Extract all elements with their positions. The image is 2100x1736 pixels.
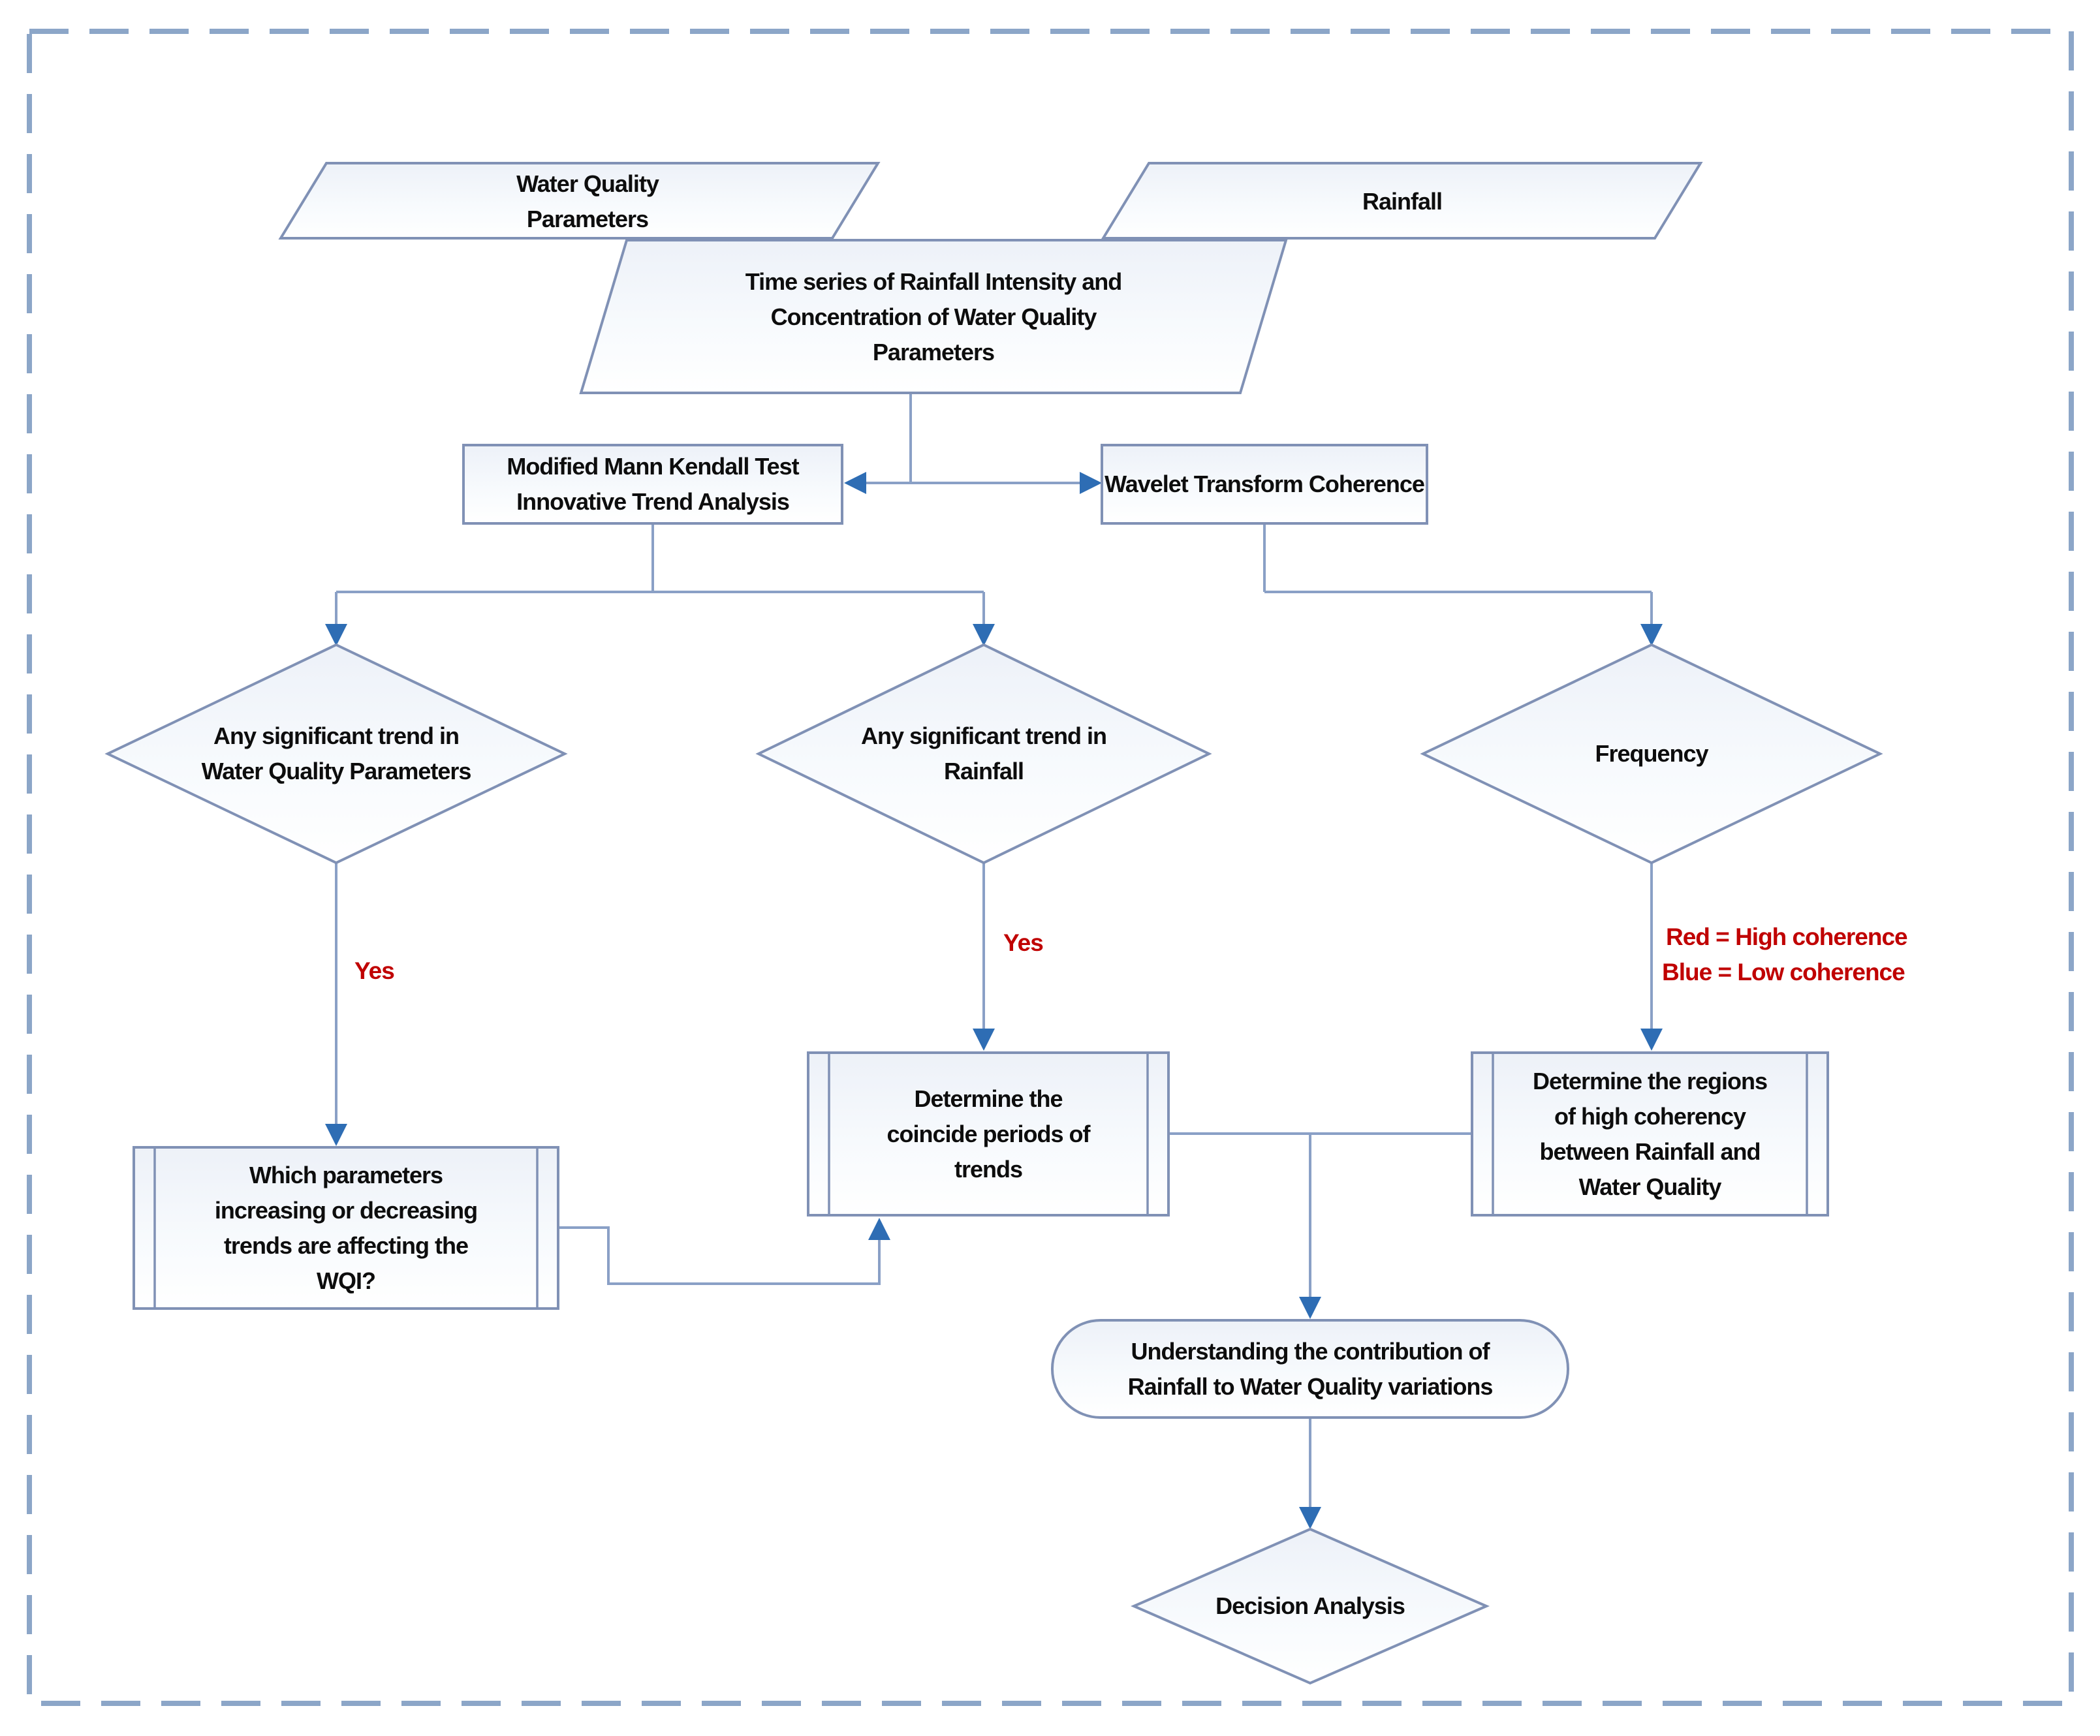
arrow-into-wavelet-icon (1080, 472, 1102, 494)
node-understanding-contribution (1051, 1319, 1569, 1419)
node-coincide-periods (807, 1051, 1170, 1217)
arrow-into-diamond2-icon (973, 624, 995, 646)
arrow-into-coincide-icon (973, 1029, 995, 1051)
arrow-into-mannkendall-icon (844, 472, 866, 494)
node-time-series (579, 239, 1288, 394)
node-wavelet-transform-coherence (1101, 444, 1428, 525)
node-water-quality-parameters (278, 162, 881, 240)
arrow-up-into-coincide-icon (868, 1218, 890, 1240)
arrow-into-coherency-icon (1640, 1029, 1663, 1051)
node-coherency-regions (1471, 1051, 1829, 1217)
node-trend-rainfall-diamond (755, 643, 1212, 865)
node-trend-water-quality-diamond (104, 643, 568, 865)
arrow-into-whichparams-icon (325, 1124, 347, 1146)
arrow-into-understanding-icon (1299, 1297, 1321, 1319)
arrow-into-decision-icon (1299, 1507, 1321, 1529)
node-frequency-diamond (1420, 643, 1883, 865)
node-which-parameters (133, 1146, 559, 1310)
arrow-into-diamond1-icon (325, 624, 347, 646)
predefined-inner-lines (153, 1053, 1808, 1309)
connector-lines (335, 392, 1653, 1511)
node-decision-analysis-diamond (1131, 1527, 1490, 1685)
arrow-into-diamond3-icon (1640, 624, 1663, 646)
node-mann-kendall (462, 444, 843, 525)
page-dashed-border (27, 29, 2074, 1706)
node-rainfall (1101, 162, 1703, 240)
arrowheads (325, 472, 1663, 1529)
